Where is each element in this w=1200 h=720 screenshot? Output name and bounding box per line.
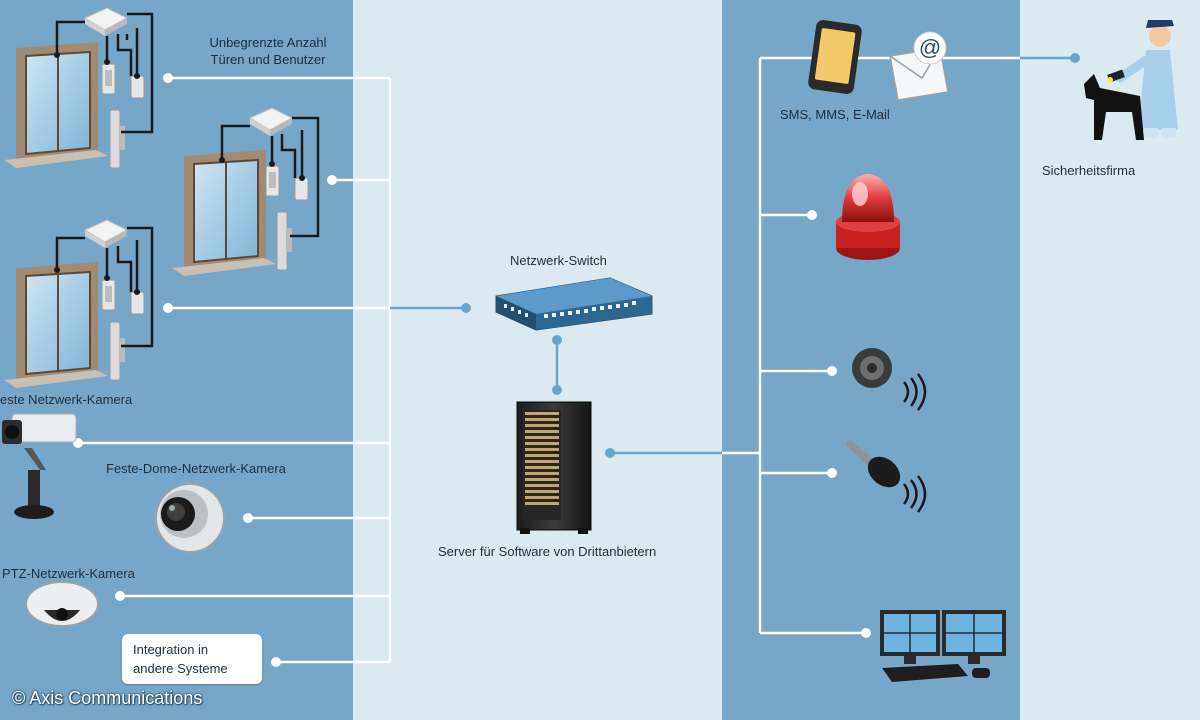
server-rack-icon — [516, 401, 592, 534]
smartphone-icon — [808, 20, 862, 94]
exit-button-icon — [294, 177, 309, 201]
center-connector-dots — [461, 53, 1080, 458]
doors-label-line1: Unbegrenzte Anzahl — [209, 35, 327, 50]
ptz-camera-icon — [25, 581, 99, 627]
door-lock-icon — [109, 109, 125, 169]
exit-button-icon — [130, 75, 145, 99]
messaging-label: SMS, MMS, E-Mail — [780, 107, 890, 122]
card-reader-icon — [101, 63, 116, 95]
door-lock-icon — [276, 211, 292, 271]
door-controller-icon — [83, 219, 129, 248]
integration-label-line1: Integration in — [133, 642, 209, 657]
svg-text:@: @ — [919, 35, 941, 60]
copyright-notice: © Axis Communications — [12, 688, 203, 708]
door-icon — [172, 150, 276, 276]
email-envelope-icon: @ — [889, 31, 949, 101]
door-wiring — [55, 226, 154, 348]
dome-camera-icon — [155, 483, 225, 553]
security-guard-with-dog-icon — [1084, 20, 1178, 140]
door-controller-icon — [83, 7, 129, 36]
right-connector-dots — [807, 210, 871, 638]
doors-label-line2: Türen und Benutzer — [210, 52, 326, 67]
monitors-icon — [880, 610, 1006, 682]
switch-label: Netzwerk-Switch — [510, 253, 607, 268]
card-reader-icon — [101, 279, 116, 311]
door-wiring — [55, 12, 154, 134]
left-connector-bus — [78, 76, 392, 664]
door-lock-icon — [109, 321, 125, 381]
fixed-camera-icon — [2, 413, 77, 519]
door-controller-icon — [248, 107, 294, 136]
left-connector-dots — [73, 73, 337, 667]
integration-label-line2: andere Systeme — [133, 661, 228, 676]
network-switch-icon — [495, 277, 653, 331]
center-panel — [353, 0, 722, 720]
siren-icon — [836, 174, 900, 260]
card-reader-icon — [265, 165, 280, 197]
right-connector-bus — [722, 56, 1020, 635]
server-label: Server für Software von Drittanbietern — [438, 544, 657, 559]
security-company-label: Sicherheitsfirma — [1042, 163, 1136, 178]
dome-camera-label: Feste-Dome-Netzwerk-Kamera — [106, 461, 286, 476]
fixed-camera-label: este Netzwerk-Kamera — [0, 392, 133, 407]
integration-box: Integration in andere Systeme — [122, 634, 262, 684]
door-icon — [4, 42, 108, 168]
speaker-icon — [852, 348, 927, 411]
door-icon — [4, 262, 108, 388]
microphone-icon — [846, 440, 927, 513]
center-connectors — [390, 56, 1075, 455]
exit-button-icon — [130, 291, 145, 315]
ptz-camera-label: PTZ-Netzwerk-Kamera — [2, 566, 135, 581]
doors-label: Unbegrenzte Anzahl Türen und Benutzer — [196, 34, 340, 68]
door-wiring — [220, 116, 320, 238]
